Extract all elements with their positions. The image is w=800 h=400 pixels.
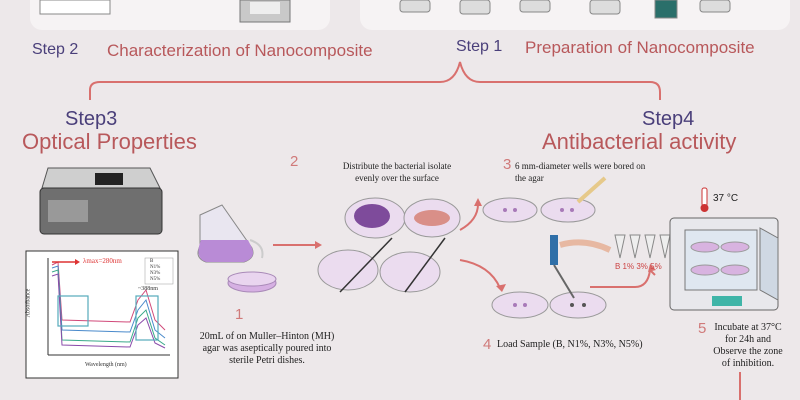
- temperature-label: 37 °C: [713, 193, 739, 204]
- caption-line: evenly over the surface: [355, 173, 439, 183]
- x-axis-label: Wavelength (nm): [85, 362, 127, 368]
- characterization-instrument-icon: [39, 0, 291, 23]
- lambda-max-label: λmax=280nm: [83, 257, 122, 265]
- step4-number: Step4: [642, 108, 695, 130]
- y-axis-label: Absorbance: [25, 288, 32, 318]
- caption-step5: Incubate at 37°C for 24h and Observe the…: [708, 322, 788, 370]
- petri-dish-icon: [227, 271, 277, 293]
- caption-line: Observe the zone: [713, 346, 783, 357]
- load-sample-plates-icon: [491, 291, 607, 319]
- step1-title: Preparation of Nanocomposite: [525, 38, 755, 57]
- absorbance-graph: [25, 250, 179, 379]
- agar-flask-icon: [197, 204, 254, 263]
- step3-number: Step3: [65, 108, 118, 130]
- caption-line: 20mL of on Muller–Hinton (MH): [199, 331, 335, 342]
- caption-line: 6 mm-diameter wells were bored on: [515, 161, 646, 171]
- peak-label: ~388nm: [138, 286, 158, 292]
- spectrophotometer-icon: [39, 167, 163, 235]
- incubator-icon: [669, 217, 779, 311]
- legend-item: N3%: [150, 271, 161, 276]
- legend-item: N1%: [150, 265, 161, 270]
- sample-tubes-icon: [614, 234, 671, 259]
- step1-number: Step 1: [456, 38, 503, 55]
- caption-line: for 24h and: [724, 334, 772, 345]
- step-number-4: 4: [483, 336, 492, 353]
- step3-title: Optical Properties: [22, 129, 197, 154]
- caption-line: Distribute the bacterial isolate: [342, 161, 452, 171]
- tubes-label: B 1% 3% 5%: [615, 262, 662, 271]
- caption-step1: 20mL of on Muller–Hinton (MH) agar was a…: [192, 331, 342, 367]
- legend-item: N5%: [150, 277, 161, 282]
- step4-title: Antibacterial activity: [542, 129, 737, 154]
- bracket-connector: [89, 61, 661, 100]
- caption-line: of inhibition.: [721, 358, 775, 369]
- caption-step3: 6 mm-diameter wells were bored on the ag…: [515, 160, 665, 184]
- step-number-1: 1: [235, 306, 244, 323]
- micropipette-icon: [550, 235, 612, 299]
- step2-title: Characterization of Nanocomposite: [107, 41, 373, 60]
- thermometer-icon: [700, 187, 709, 212]
- caption-line: Incubate at 37°C: [714, 322, 782, 333]
- legend-item: B: [150, 259, 154, 264]
- caption-step4: Load Sample (B, N1%, N3%, N5%): [497, 339, 643, 350]
- step2-number: Step 2: [32, 41, 79, 58]
- step-number-2: 2: [290, 153, 299, 170]
- inoculated-plates-icon: [317, 197, 461, 293]
- step-number-3: 3: [503, 156, 512, 173]
- caption-line: sterile Petri dishes.: [229, 355, 305, 366]
- caption-line: agar was aseptically poured into: [202, 343, 332, 354]
- step-number-5: 5: [698, 320, 707, 337]
- caption-line: the agar: [515, 173, 544, 183]
- preparation-glassware-icon: [399, 0, 731, 19]
- agar-wells-plates-icon: [482, 176, 607, 223]
- caption-step2: Distribute the bacterial isolate evenly …: [302, 160, 492, 184]
- graph-legend: B N1% N3% N5%: [150, 259, 160, 283]
